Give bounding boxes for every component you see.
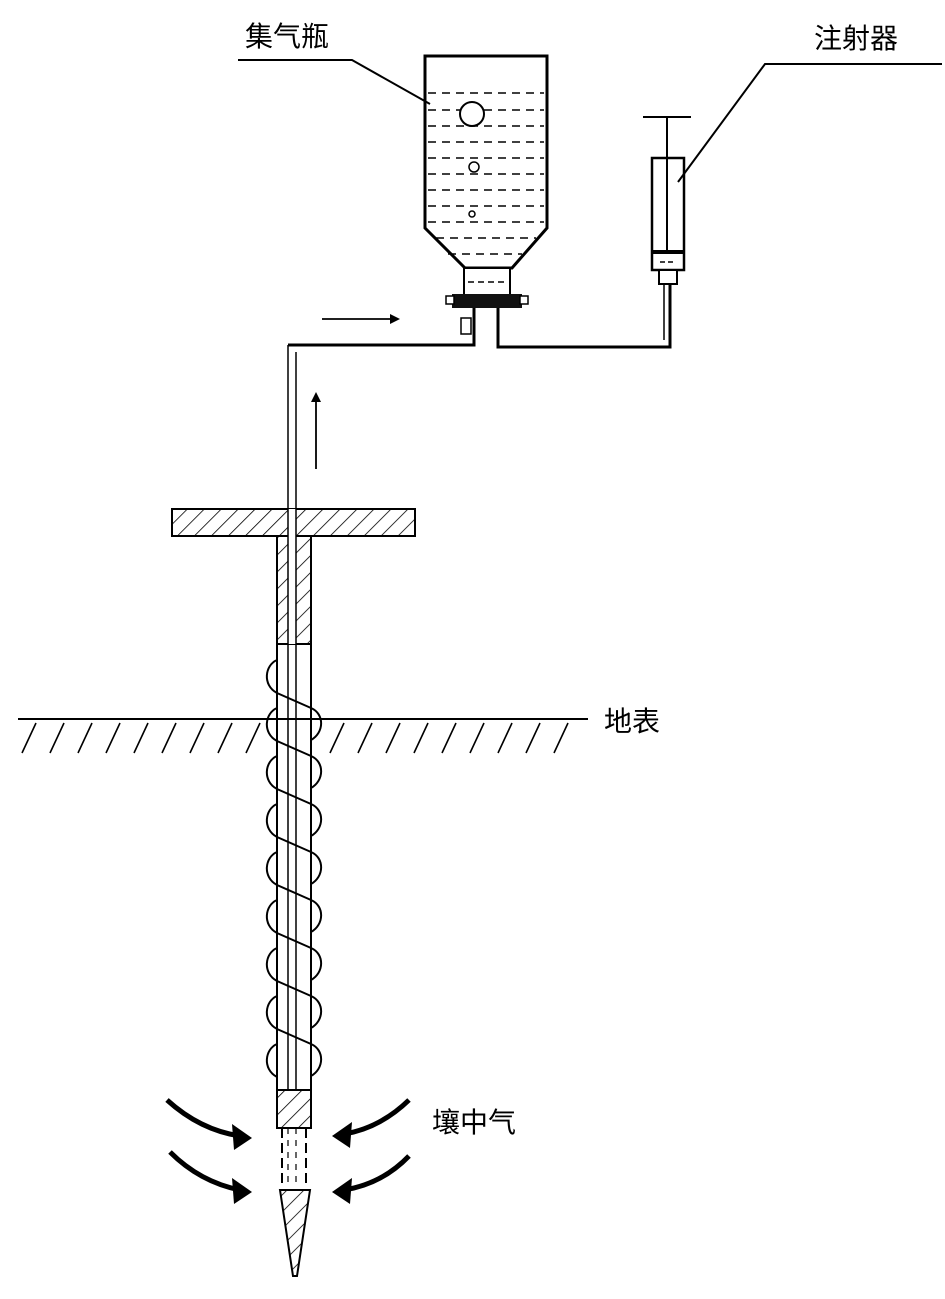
gas-bubble-medium [468, 161, 480, 173]
leader-line-collector-bottle [238, 59, 431, 105]
rubber-stopper [452, 294, 522, 308]
valve-icon [460, 317, 472, 335]
label-syringe: 注射器 [814, 22, 898, 55]
ground-surface [18, 718, 588, 754]
leader-line-syringe [677, 63, 942, 183]
gas-bubble-large [459, 101, 485, 127]
collector-bottle [423, 54, 549, 335]
auger-tip [278, 1189, 312, 1277]
sampler-t-handle [171, 508, 416, 645]
syringe-tip [658, 269, 678, 285]
inflow-arrow-right-upper-icon [343, 1098, 411, 1137]
syringe [643, 116, 691, 285]
auger-sampler [265, 644, 323, 1277]
inflow-arrow-left-upper-icon [165, 1098, 241, 1139]
gas-tubing [287, 284, 672, 1090]
gas-bubble-small [468, 210, 476, 218]
label-collector-bottle: 集气瓶 [245, 20, 329, 53]
bottle-water-dashes [428, 92, 544, 255]
auger-spiral [265, 659, 323, 1078]
label-soil-gas: 壤中气 [432, 1106, 516, 1139]
inflow-arrow-right-lower-icon [343, 1154, 411, 1193]
inflow-arrow-left-lower-icon [168, 1150, 241, 1193]
label-ground-surface: 地表 [604, 705, 660, 738]
